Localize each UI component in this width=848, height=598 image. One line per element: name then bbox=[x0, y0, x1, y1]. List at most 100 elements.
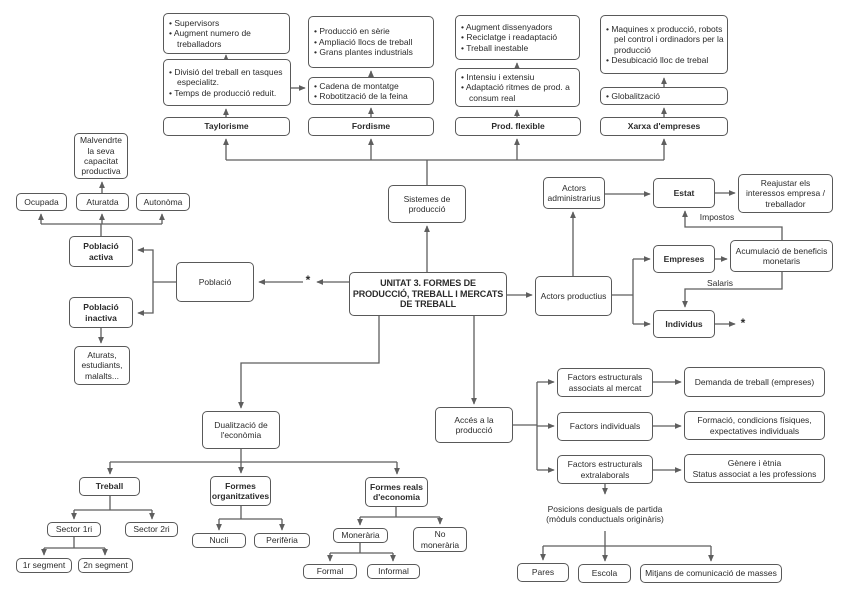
node-aturatda: Aturatda bbox=[76, 193, 129, 211]
bullet-text: Desubicació lloc de trebal bbox=[611, 54, 709, 65]
node-label: 2n segment bbox=[83, 560, 128, 571]
bullet-glyph: • bbox=[461, 82, 466, 93]
node-label: * bbox=[305, 272, 311, 287]
bullet-text: Temps de producció reduit. bbox=[174, 87, 277, 98]
bullet-glyph: • bbox=[606, 90, 612, 101]
node-reajustar: Reajustar els interessos empresa / treba… bbox=[738, 174, 833, 213]
node-factors-individuals: Factors individuals bbox=[557, 412, 653, 441]
bullet-text: Augment numero de treballadors bbox=[173, 28, 251, 49]
edge-connector bbox=[682, 272, 783, 308]
node-label: Impostos bbox=[699, 211, 735, 222]
node-cadena-montatge: • Cadena de montatge• Robotització de la… bbox=[308, 77, 434, 105]
bullet-text: Intensiu i extensiu bbox=[466, 71, 535, 82]
node-segment-2n: 2n segment bbox=[78, 558, 133, 573]
node-nucli: Nucli bbox=[192, 533, 246, 548]
bullet-glyph: • bbox=[461, 21, 466, 32]
edge-connector bbox=[137, 282, 154, 316]
bullet-item: • Reciclatge i readaptació bbox=[461, 32, 576, 42]
node-globalitzacio: • Globalització bbox=[600, 87, 728, 105]
bullet-item: • Adaptació ritmes de prod. a consum rea… bbox=[461, 82, 576, 103]
bullet-item: • Temps de producció reduit. bbox=[169, 88, 287, 98]
bullet-glyph: • bbox=[169, 17, 175, 28]
node-label: Empreses bbox=[663, 253, 705, 264]
bullet-glyph: • bbox=[169, 66, 175, 77]
node-label: Aturatda bbox=[86, 196, 119, 207]
edge-connector bbox=[238, 316, 380, 409]
node-label: Mitjans de comunicació de masses bbox=[645, 568, 777, 579]
node-label: Factors individuals bbox=[569, 421, 641, 432]
node-label: Factors estructurals extralaborals bbox=[567, 459, 643, 480]
node-label-line: Status associat a les professions bbox=[692, 468, 817, 479]
bullet-text: Reciclatge i readaptació bbox=[466, 32, 558, 43]
node-unitat3: UNITAT 3. FORMES DE PRODUCCIÓ, TREBALL I… bbox=[349, 272, 507, 316]
node-periferia: Perifèria bbox=[254, 533, 310, 548]
bullet-glyph: • bbox=[314, 36, 319, 47]
bullet-text: Grans plantes industrials bbox=[319, 47, 413, 58]
node-label: Formes organitzatives bbox=[211, 480, 270, 501]
node-label: Taylorisme bbox=[204, 121, 249, 132]
node-label: Estat bbox=[673, 187, 695, 198]
bullet-glyph: • bbox=[314, 91, 320, 101]
node-formes-organitzatives: Formes organitzatives bbox=[210, 476, 271, 506]
node-actors-productius: Actors productius bbox=[535, 276, 612, 316]
node-label: Pares bbox=[531, 567, 555, 578]
node-mitjans: Mitjans de comunicació de masses bbox=[640, 564, 782, 583]
node-label: Aturats, estudiants, malalts... bbox=[81, 349, 123, 381]
node-label: Sector 2ri bbox=[133, 524, 170, 535]
node-label: Fordisme bbox=[351, 121, 391, 132]
node-xarxa-empreses: Xarxa d'empreses bbox=[600, 117, 728, 136]
node-label: Dualització de l'econòmia bbox=[214, 419, 268, 440]
node-individus: Individus bbox=[653, 310, 715, 338]
node-supervisors: • Supervisors• Augment numero de treball… bbox=[163, 13, 290, 54]
bullet-text: Ampliació llocs de treball bbox=[318, 36, 413, 47]
bullet-item: • Robotització de la feina bbox=[314, 91, 430, 101]
node-augment-dissenyadors: • Augment dissenyadors• Reciclatge i rea… bbox=[455, 15, 580, 60]
node-label: No monerària bbox=[420, 529, 460, 550]
bullet-glyph: • bbox=[314, 80, 320, 91]
node-label: Sector 1ri bbox=[55, 524, 93, 535]
bullet-item: • Augment numero de treballadors bbox=[169, 28, 286, 49]
node-label: Xarxa d'empreses bbox=[627, 121, 701, 132]
node-label: Malvendrte la seva capacitat productiva bbox=[79, 135, 123, 177]
node-label: Actors administrarius bbox=[547, 182, 601, 203]
node-maquines-produccio: • Maquines x producció, robots pel contr… bbox=[600, 15, 728, 74]
bullet-glyph: • bbox=[606, 23, 612, 34]
node-label: Informal bbox=[378, 566, 409, 577]
node-prod-flexible: Prod. flexible bbox=[455, 117, 581, 136]
node-label: Escola bbox=[591, 568, 618, 579]
node-impostos-label: Impostos bbox=[690, 211, 744, 223]
bullet-glyph: • bbox=[461, 71, 467, 82]
node-label: Nucli bbox=[209, 535, 229, 546]
node-segment-1r: 1r segment bbox=[16, 558, 72, 573]
node-moneraria: Monerària bbox=[333, 528, 388, 543]
bullet-item: • Divisió del treball en tasques especia… bbox=[169, 67, 287, 88]
bullet-glyph: • bbox=[169, 87, 175, 98]
bullet-item: • Supervisors bbox=[169, 18, 286, 28]
node-label: Autonòma bbox=[143, 196, 183, 207]
node-sistemes-produccio: Sistemes de producció bbox=[388, 185, 466, 223]
bullet-item: • Ampliació llocs de treball bbox=[314, 37, 430, 47]
node-acces-produccio: Accés a la producció bbox=[435, 407, 513, 443]
node-label: Treball bbox=[95, 481, 124, 492]
node-label: Acumulació de beneficis monetaris bbox=[735, 245, 828, 266]
node-label: Sistemes de producció bbox=[403, 193, 451, 214]
node-factors-mercat: Factors estructurals associats al mercat bbox=[557, 368, 653, 397]
node-poblacio-activa: Població activa bbox=[69, 236, 133, 267]
node-label: Ocupada bbox=[24, 196, 59, 207]
node-divisio-treball: • Divisió del treball en tasques especia… bbox=[163, 59, 291, 106]
node-empreses: Empreses bbox=[653, 245, 715, 273]
node-label: Demanda de treball (empreses) bbox=[694, 376, 815, 387]
node-label: Població bbox=[198, 276, 232, 287]
bullet-text: Robotització de la feina bbox=[319, 91, 408, 101]
bullet-item: • Maquines x producció, robots pel contr… bbox=[606, 24, 724, 55]
node-label: Població activa bbox=[83, 241, 119, 262]
bullet-item: • Cadena de montatge bbox=[314, 81, 430, 91]
node-escola: Escola bbox=[578, 564, 631, 583]
node-salaris-label: Salaris bbox=[697, 277, 743, 289]
node-label: Formes reals d'economia bbox=[370, 481, 423, 502]
bullet-glyph: • bbox=[169, 28, 174, 39]
bullet-glyph: • bbox=[314, 26, 320, 37]
